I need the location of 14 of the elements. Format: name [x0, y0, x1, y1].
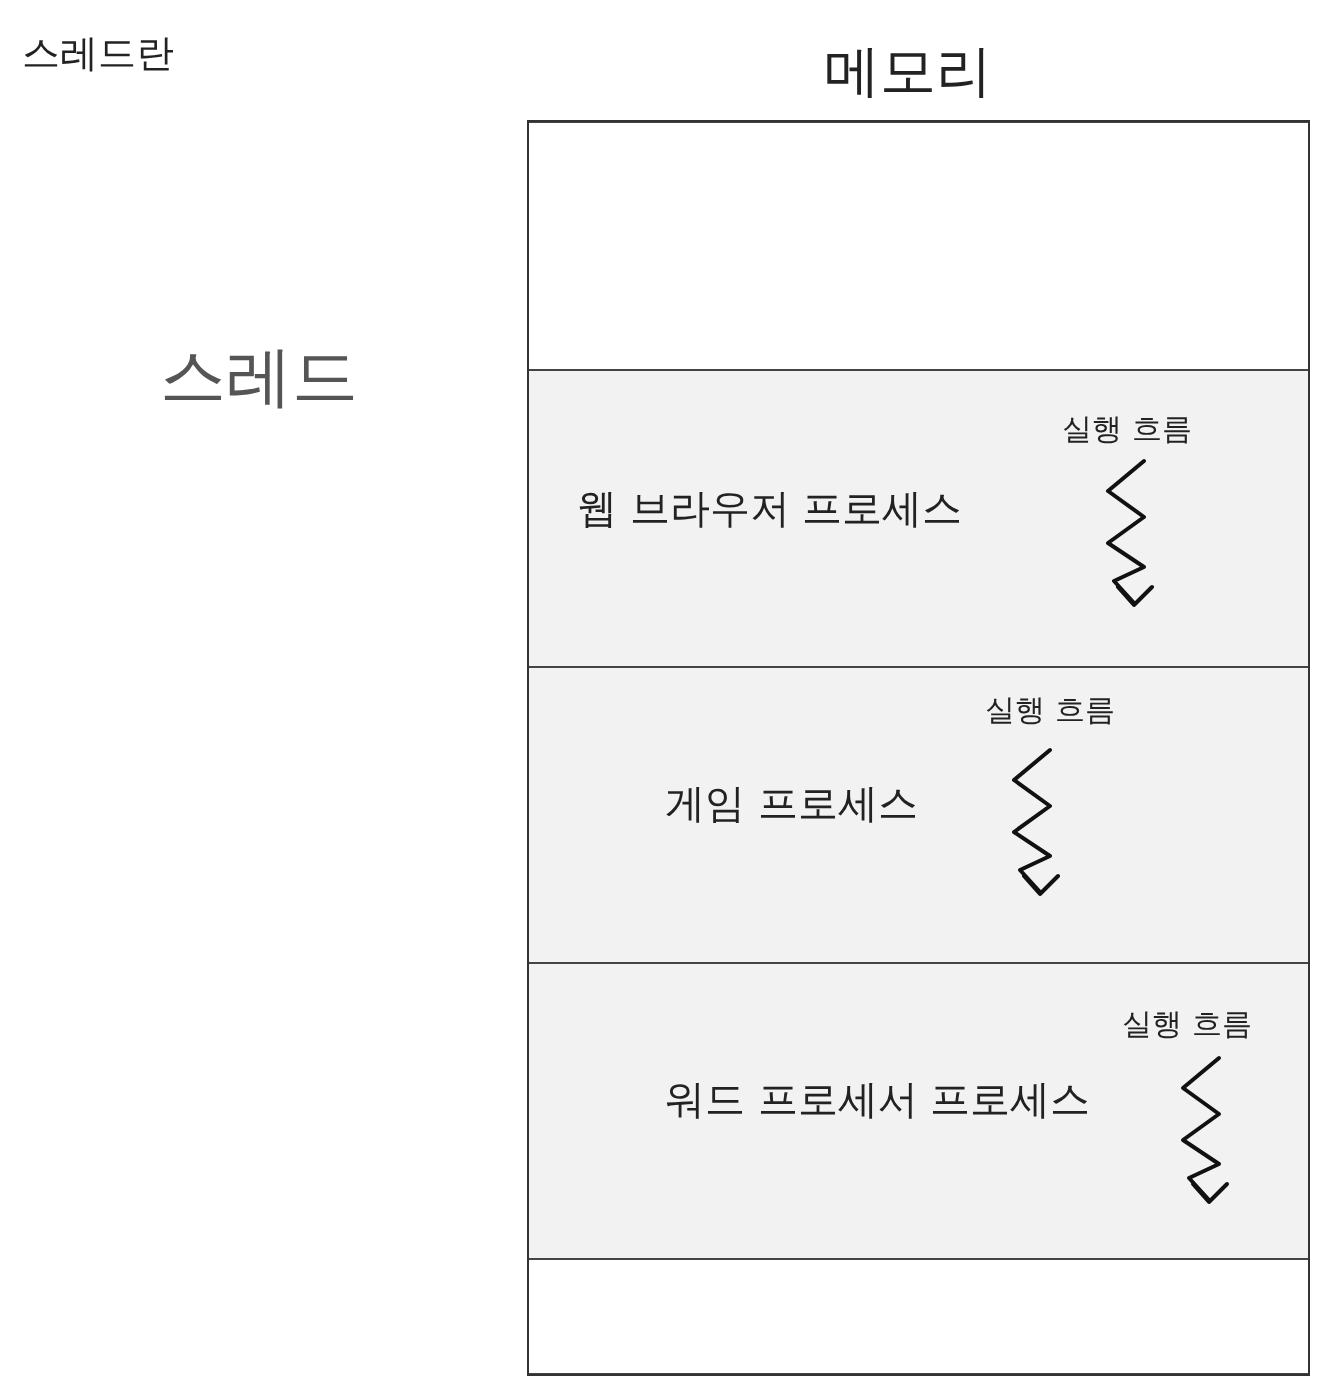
- process-name: 게임 프로세스: [665, 779, 918, 828]
- process-name: 웹 브라우저 프로세스: [577, 484, 963, 533]
- memory-heading: 메모리: [824, 37, 992, 105]
- side-label: 스레드: [160, 337, 358, 417]
- page-title: 스레드란: [22, 30, 174, 77]
- process-band: [529, 963, 1308, 1259]
- process-band: [529, 370, 1308, 667]
- flow-label: 실행 흐름: [1122, 1005, 1252, 1043]
- process-band: [529, 667, 1308, 963]
- flow-label: 실행 흐름: [1062, 410, 1192, 448]
- flow-label: 실행 흐름: [985, 691, 1115, 729]
- process-name: 워드 프로세서 프로세스: [665, 1075, 1091, 1124]
- memory-band: [529, 1259, 1308, 1374]
- memory-band: [529, 122, 1308, 370]
